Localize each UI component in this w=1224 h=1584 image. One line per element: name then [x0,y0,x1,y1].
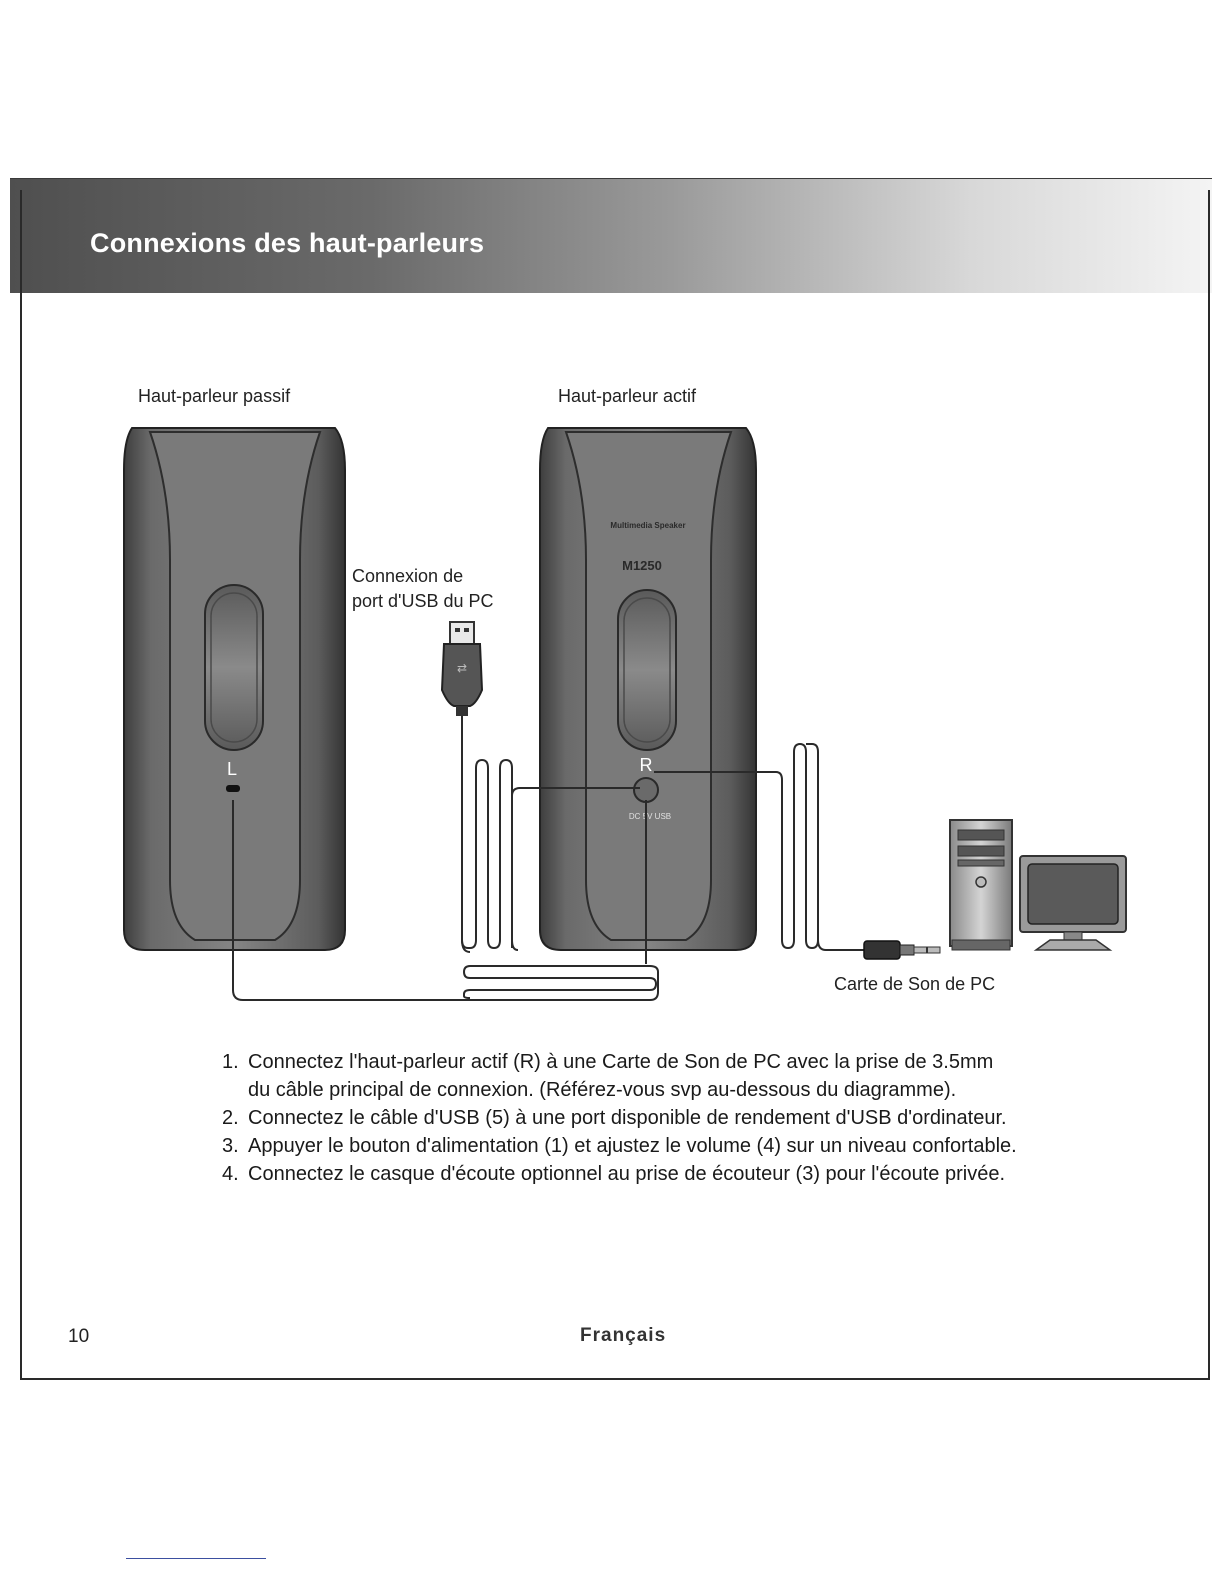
usb-label-line2: port d'USB du PC [352,591,494,611]
passive-speaker-label: Haut-parleur passif [138,386,291,406]
page-frame [20,190,1210,1380]
svg-text:⇄: ⇄ [457,661,467,675]
list-item-text: Connectez l'haut-parleur actif (R) à une… [248,1051,994,1101]
rear-panel-text: DC 5V USB [629,812,671,821]
page-number: 10 [68,1326,90,1347]
header-band [10,178,1212,293]
usb-label-line1: Connexion de [352,566,464,586]
footer-language: Français [580,1325,667,1346]
list-item: 2. Connectez le câble d'USB (5) à une por… [218,1104,1018,1132]
list-item-text: Connectez le casque d'écoute optionnel a… [248,1163,1006,1185]
page-title: Connexions des haut-parleurs [90,228,485,258]
sound-card-label: Carte de Son de PC [834,974,996,994]
list-item: 1. Connectez l'haut-parleur actif (R) à u… [218,1048,1018,1104]
bottom-rule [126,1558,266,1559]
list-item-number: 2. [222,1107,239,1129]
right-marker: R [640,755,653,775]
pc-tower-icon [949,819,1013,951]
active-speaker [539,427,757,951]
monitor-icon [1019,855,1127,951]
instructions-list: 1. Connectez l'haut-parleur actif (R) à u… [218,1048,1018,1188]
cables [232,716,864,1001]
speaker-brand: Multimedia Speaker [610,521,685,530]
usb-plug-icon: ⇄ [440,621,484,716]
list-item-number: 1. [222,1051,239,1073]
speaker-model: M1250 [622,558,662,573]
passive-speaker [123,427,346,951]
active-speaker-label: Haut-parleur actif [558,386,697,406]
list-item-number: 4. [222,1163,239,1185]
list-item: 3. Appuyer le bouton d'alimentation (1) e… [218,1132,1018,1160]
left-marker: L [227,759,237,779]
list-item: 4. Connectez le casque d'écoute optionnel… [218,1160,1018,1188]
list-item-text: Appuyer le bouton d'alimentation (1) et … [248,1135,1017,1157]
list-item-text: Connectez le câble d'USB (5) à une port … [248,1107,1007,1129]
audio-jack-icon [863,940,941,960]
list-item-number: 3. [222,1135,239,1157]
